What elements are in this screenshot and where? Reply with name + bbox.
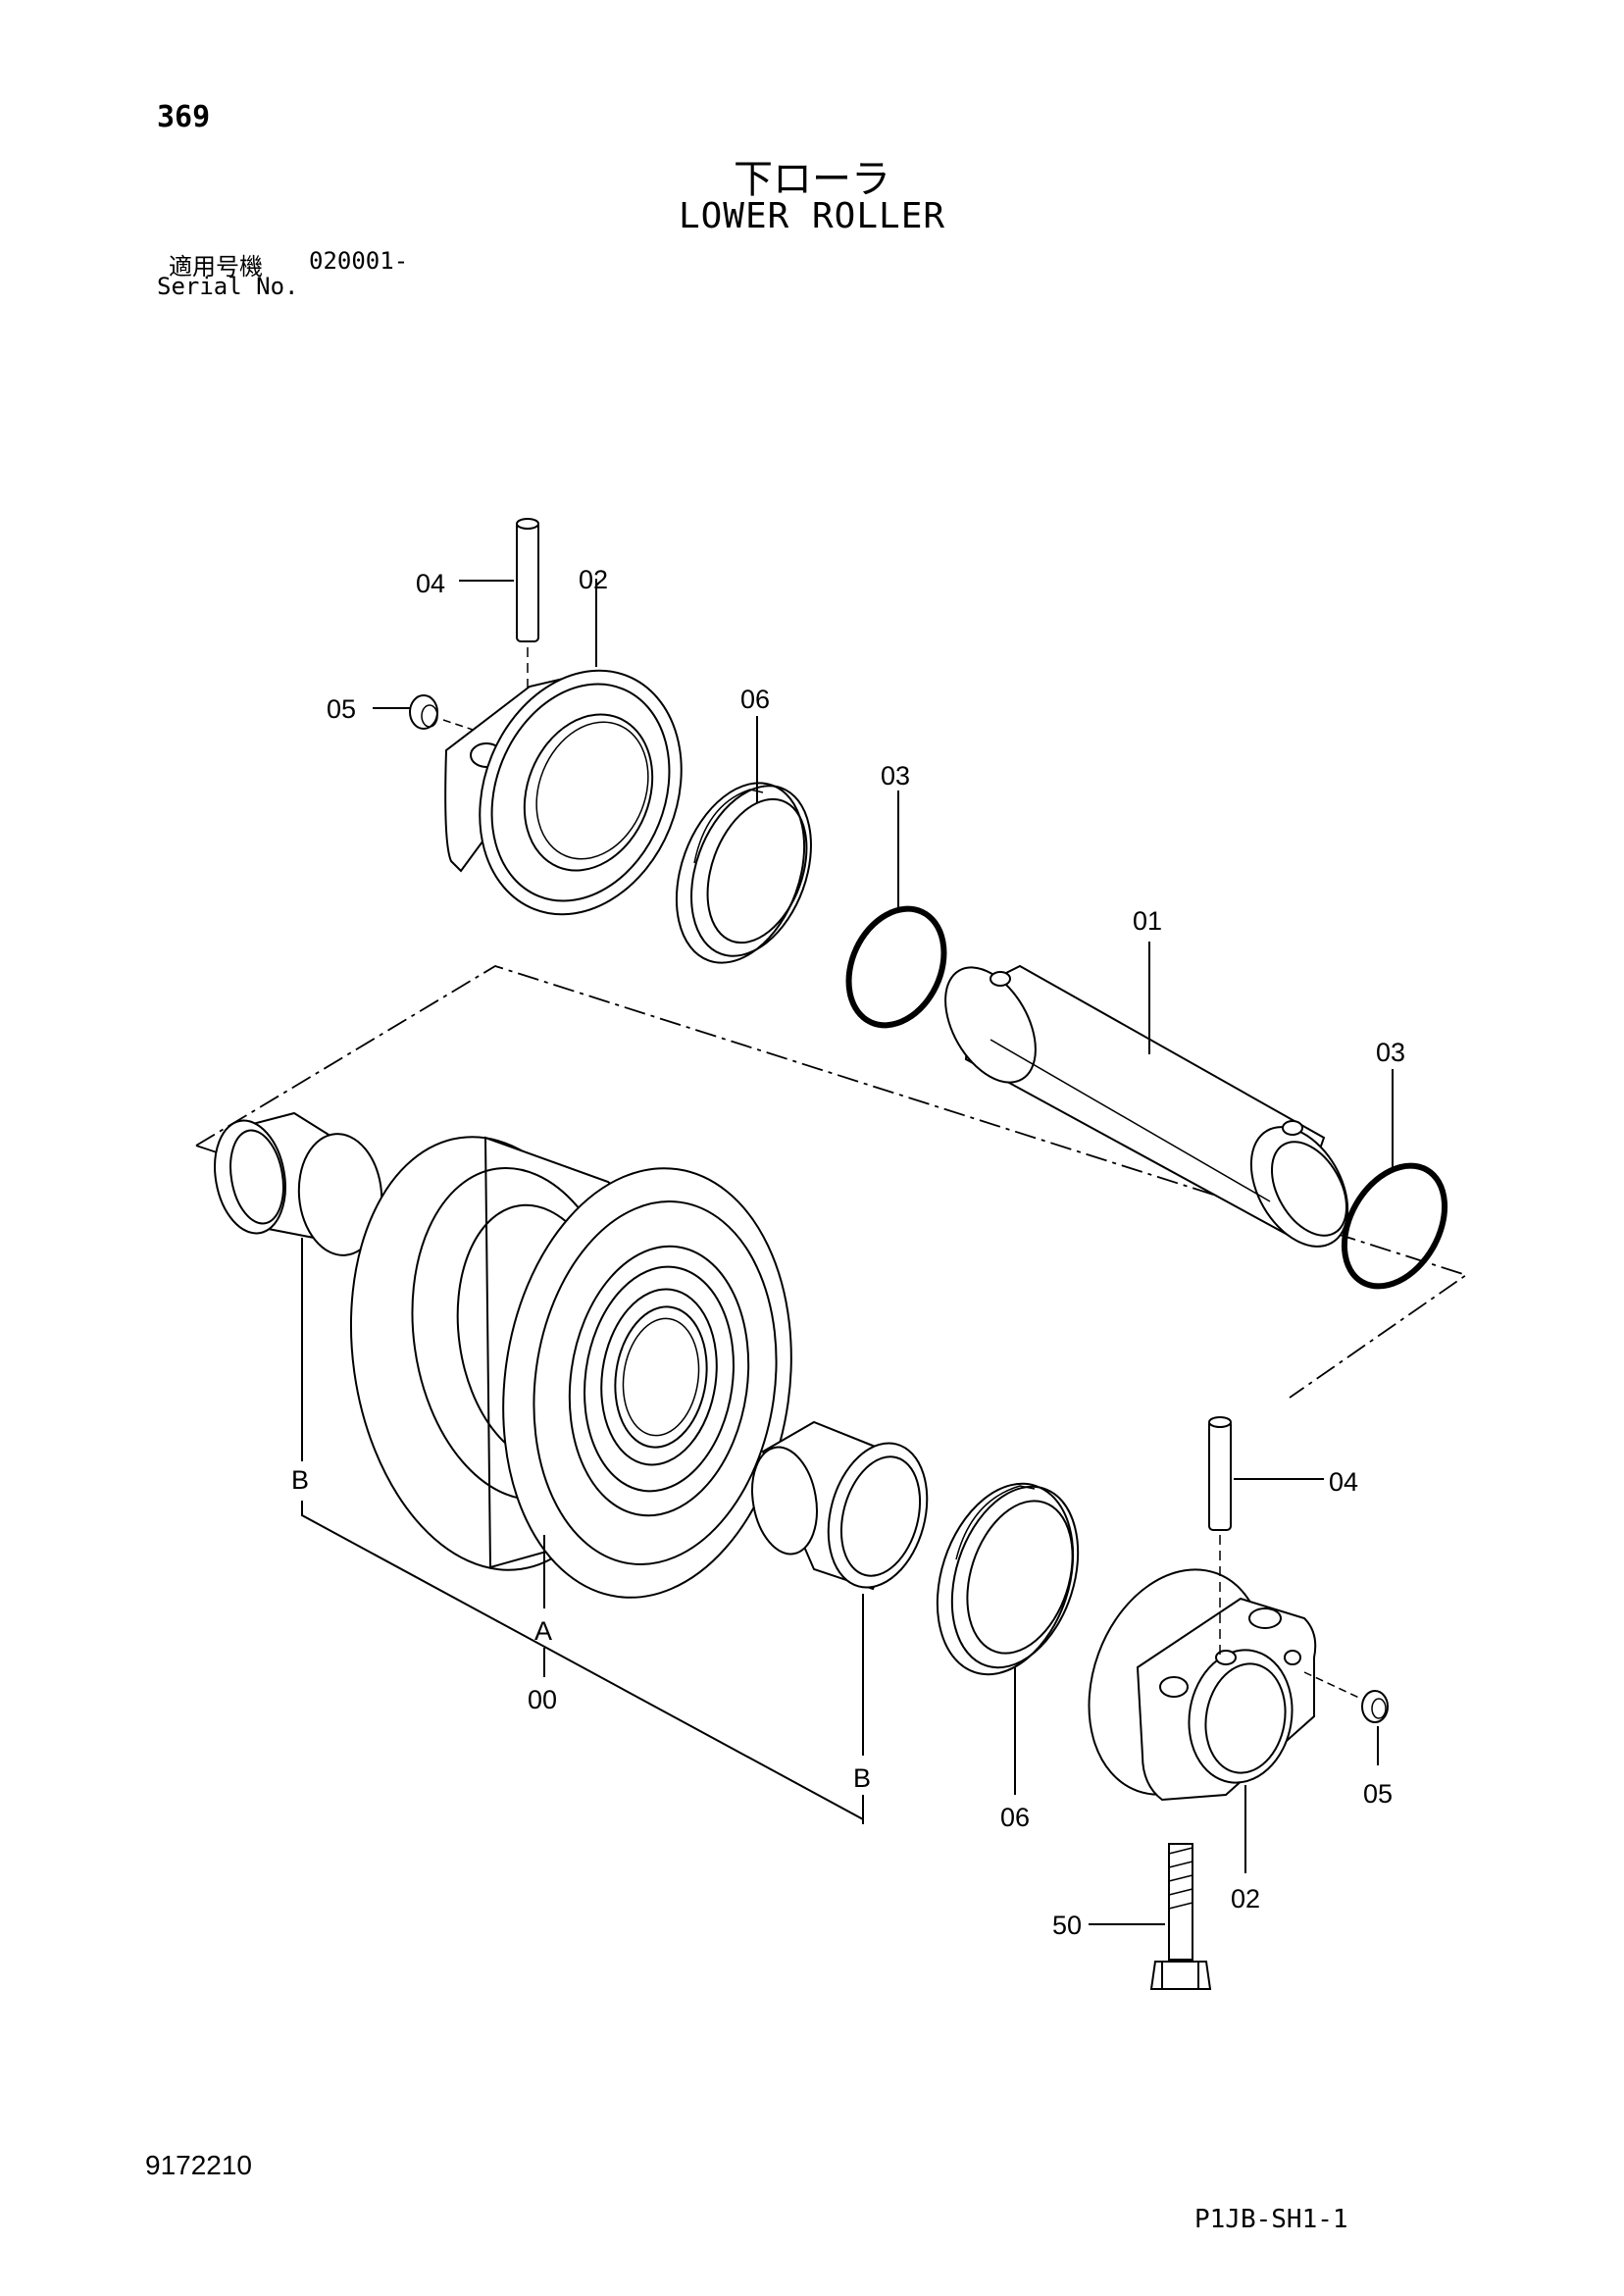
serial-range-value: 020001- bbox=[309, 247, 409, 275]
page-title-english: LOWER ROLLER bbox=[678, 196, 946, 236]
callout-04-top: 04 bbox=[416, 569, 445, 598]
serial-label-japanese: 適用号機 bbox=[169, 253, 263, 281]
page-number: 369 bbox=[157, 100, 211, 134]
callout-05-bottom: 05 bbox=[1363, 1779, 1393, 1809]
part-01-shaft bbox=[944, 942, 1349, 1248]
part-03-top-oring bbox=[845, 791, 947, 1029]
part-04-top-pin bbox=[459, 518, 539, 716]
callout-06-bottom: 06 bbox=[1000, 1803, 1030, 1832]
part-04-bottom-pin bbox=[1208, 1416, 1324, 1658]
part-02-top-collar bbox=[444, 579, 683, 916]
callout-50: 50 bbox=[1052, 1911, 1082, 1940]
callout-02-bottom: 02 bbox=[1231, 1884, 1260, 1913]
part-05-top-plug bbox=[373, 694, 474, 731]
part-00-roller-body bbox=[349, 1136, 792, 1677]
callout-05-top: 05 bbox=[327, 694, 356, 724]
part-06-bottom-seal bbox=[936, 1482, 1080, 1795]
callout-03-top: 03 bbox=[881, 761, 910, 791]
part-bushing-left bbox=[214, 1111, 383, 1461]
callout-01: 01 bbox=[1133, 906, 1162, 936]
assembly-boundary-lines bbox=[195, 965, 1469, 1399]
serial-label-english: Serial No. bbox=[157, 273, 299, 300]
part-50-bolt bbox=[1089, 1843, 1212, 1990]
part-02-bottom-collar bbox=[1088, 1568, 1317, 1873]
callout-B-bottom: B bbox=[853, 1763, 871, 1793]
callout-04-bottom: 04 bbox=[1329, 1467, 1358, 1497]
part-06-top-seal bbox=[675, 716, 812, 964]
assembly-bracket-lines bbox=[301, 1501, 864, 1824]
callout-A: A bbox=[534, 1616, 552, 1646]
drawing-number: 9172210 bbox=[145, 2150, 253, 2180]
part-03-right-oring bbox=[1341, 1069, 1448, 1290]
sheet-code: P1JB-SH1-1 bbox=[1194, 2205, 1348, 2234]
callout-02-top: 02 bbox=[579, 565, 608, 594]
callout-B-left: B bbox=[291, 1465, 309, 1495]
page-title-japanese: 下ローラ bbox=[734, 157, 890, 202]
part-bushing-right bbox=[751, 1420, 929, 1756]
callout-03-right: 03 bbox=[1376, 1038, 1405, 1067]
callout-00: 00 bbox=[528, 1685, 557, 1714]
callout-06-top: 06 bbox=[740, 685, 770, 714]
part-05-bottom-plug bbox=[1303, 1671, 1389, 1765]
